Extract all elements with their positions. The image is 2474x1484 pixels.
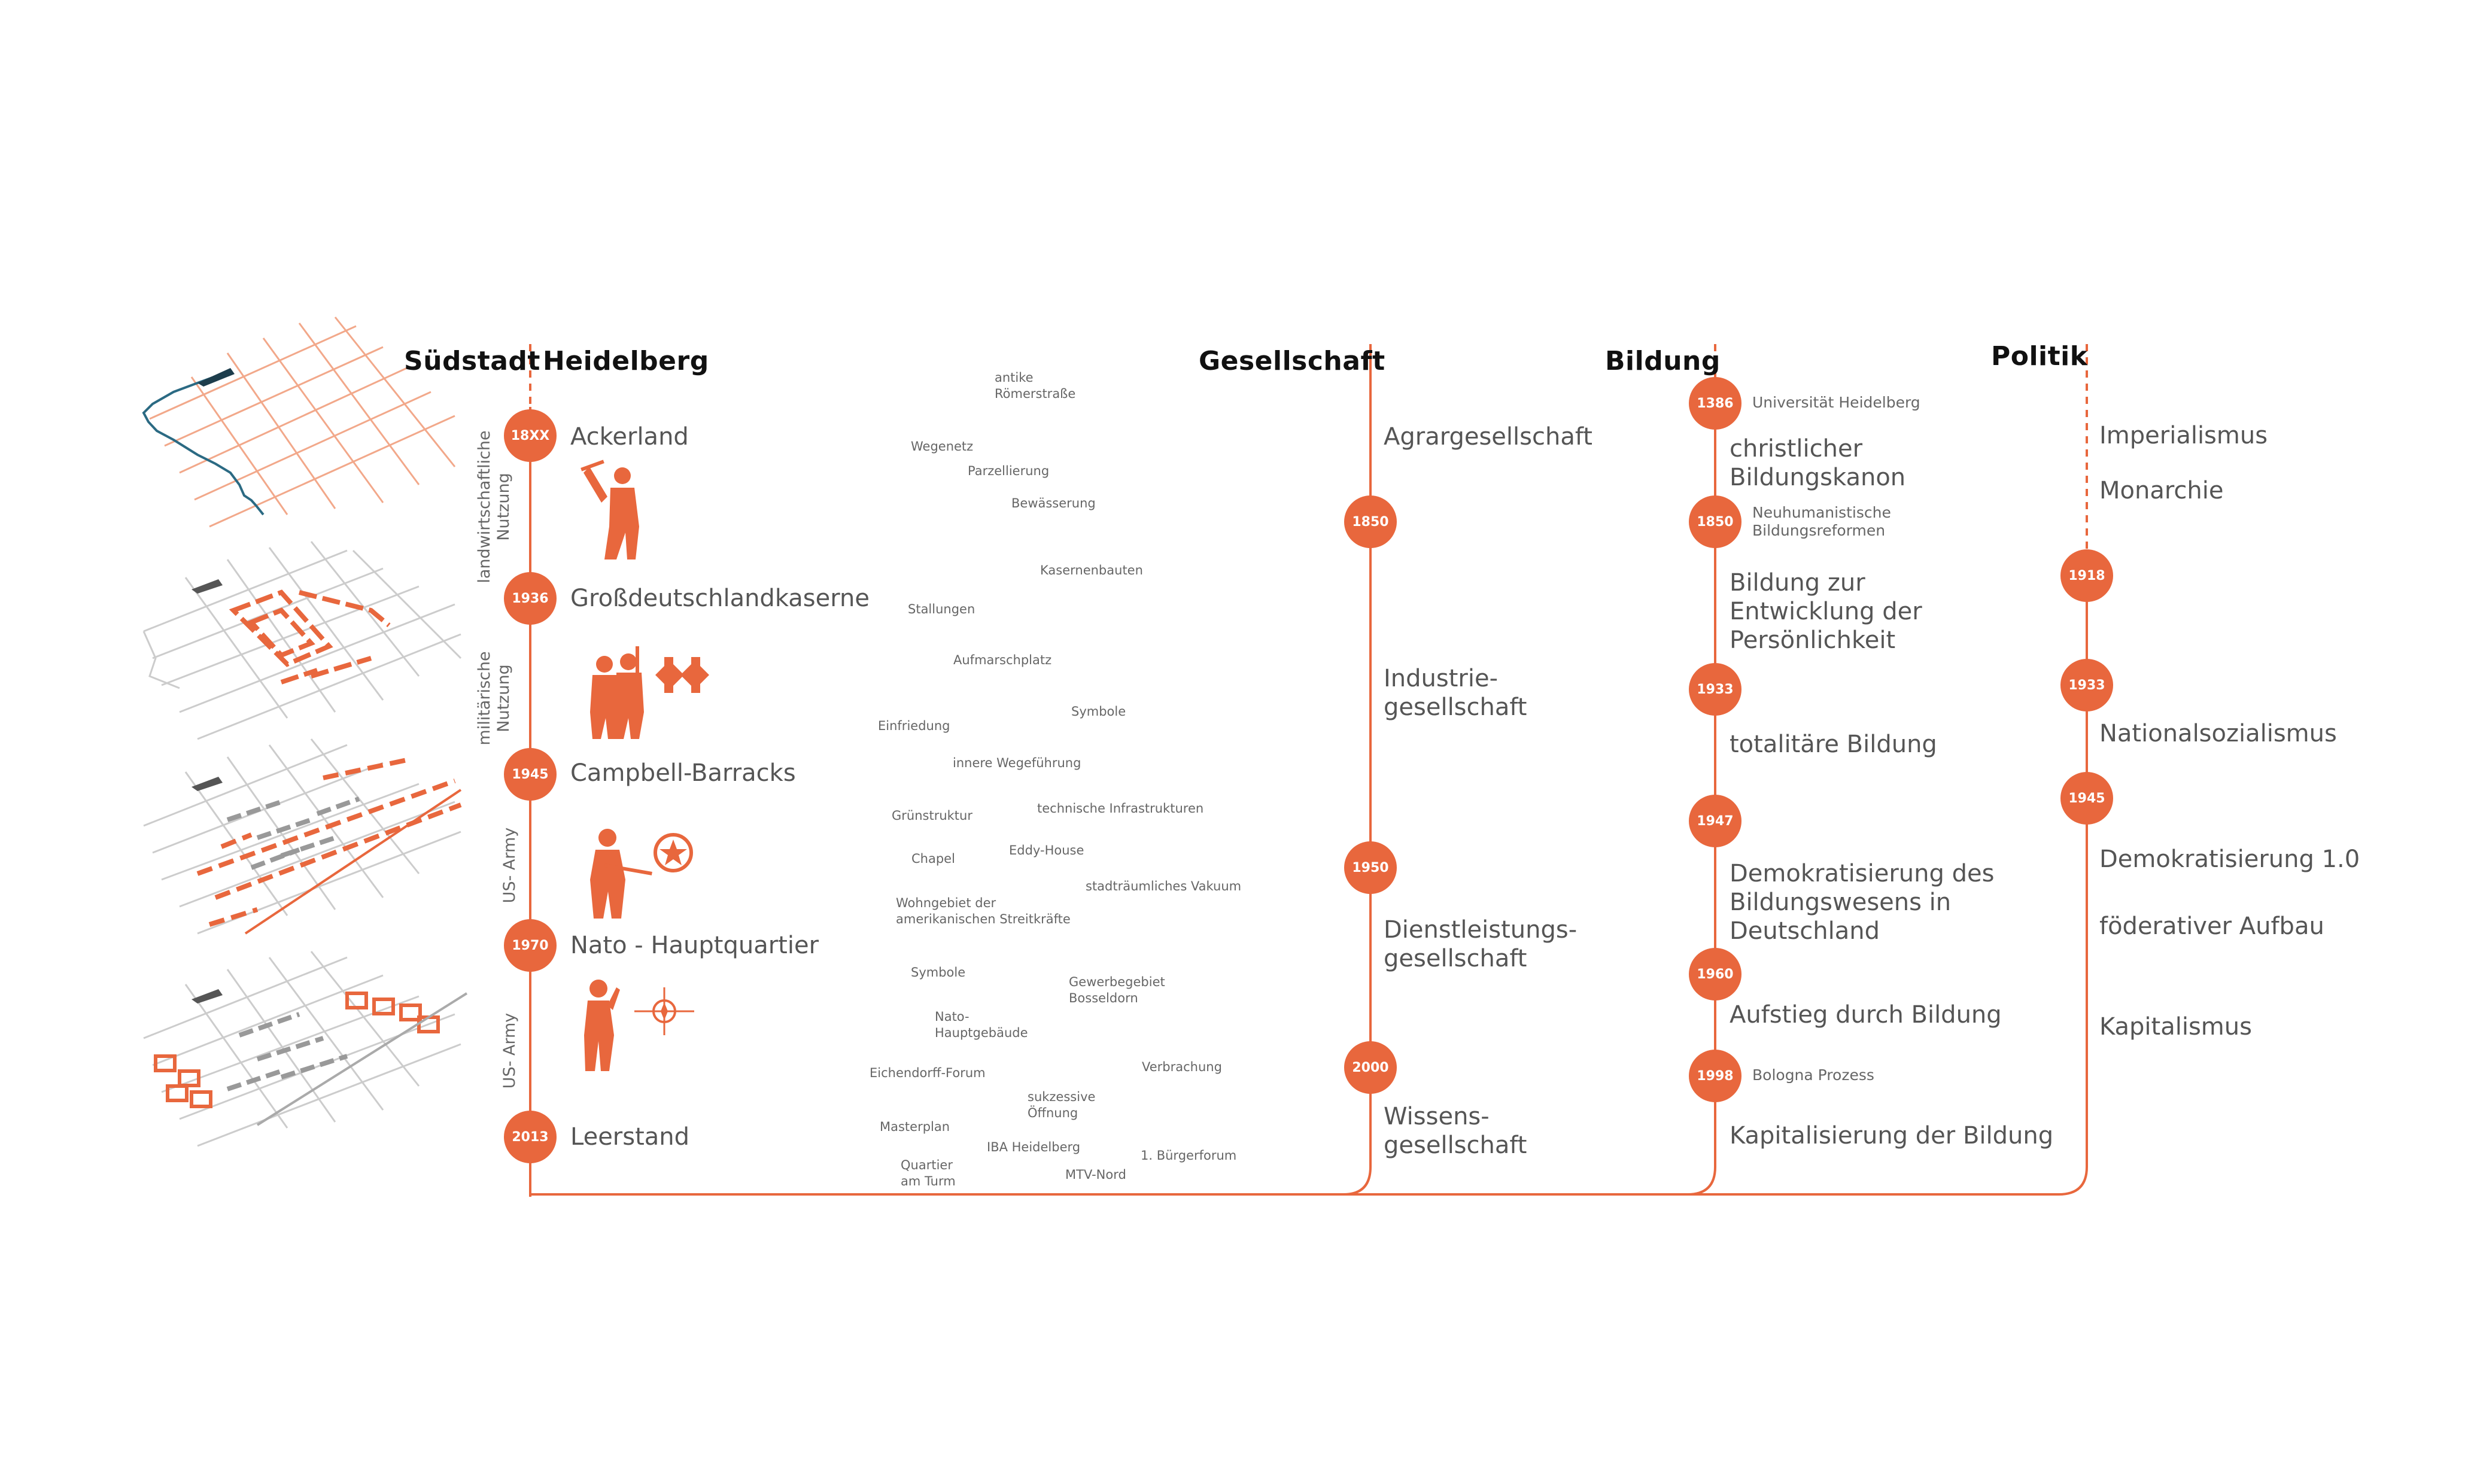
nato-compass-icon [634, 987, 694, 1035]
year-badge: 1947 [1689, 795, 1741, 847]
politik-label: Demokratisierung 1.0 [2099, 846, 2360, 873]
keyword: Masterplan [880, 1120, 950, 1134]
keyword: Symbole [1071, 704, 1126, 719]
keyword: Stallungen [908, 602, 975, 616]
politik-label: Nationalsozialismus [2099, 720, 2337, 747]
heidelberg-label: Campbell-Barracks [570, 759, 796, 787]
axonometric-map-us-army [143, 738, 462, 935]
year-badge: 18XX [504, 409, 557, 462]
year-badge: 1850 [1344, 495, 1397, 548]
keyword: antike Römerstraße [995, 370, 1076, 401]
heading-gesellschaft: Gesellschaft [1199, 346, 1385, 376]
year-badge: 2000 [1344, 1041, 1397, 1094]
keyword: Aufmarschplatz [953, 653, 1052, 667]
iron-cross-icon [655, 657, 709, 693]
politik-label: Kapitalismus [2099, 1013, 2252, 1041]
keyword: Quartier am Turm [901, 1158, 956, 1188]
year-badge: 1386 [1689, 377, 1741, 430]
year-badge: 1945 [2060, 772, 2113, 825]
politik-label: föderativer Aufbau [2099, 913, 2324, 940]
keyword: Nato- Hauptgebäude [935, 1009, 1028, 1040]
heidelberg-label: Ackerland [570, 423, 689, 451]
heidelberg-label: Leerstand [570, 1123, 690, 1151]
timeline-lines [529, 344, 2088, 1197]
keyword: Verbrachung [1142, 1060, 1222, 1074]
heading-bildung: Bildung [1605, 346, 1721, 376]
bildung-label: Demokratisierung des Bildungswesens in D… [1730, 860, 1995, 945]
bildung-note: Neuhumanistische Bildungsreformen [1752, 504, 1891, 539]
gesellschaft-label: Agrargesellschaft [1384, 423, 1592, 451]
bildung-label: totalitäre Bildung [1730, 731, 1937, 758]
keyword: Einfriedung [878, 719, 950, 733]
heidelberg-label: Großdeutschlandkaserne [570, 585, 870, 612]
keyword: 1. Bürgerforum [1141, 1148, 1237, 1163]
keyword: Symbole [911, 965, 966, 980]
year-badge: 1998 [1689, 1050, 1741, 1102]
year-badge: 1950 [1344, 841, 1397, 894]
year-badge: 1945 [504, 748, 557, 801]
keyword: Eichendorff-Forum [870, 1066, 986, 1080]
politik-label: Imperialismus [2099, 422, 2268, 449]
year-badge: 1918 [2060, 549, 2113, 602]
bildung-note: Universität Heidelberg [1752, 394, 1920, 411]
keyword: Parzellierung [968, 464, 1050, 478]
year-badge: 1850 [1689, 495, 1741, 548]
year-badge: 2013 [504, 1111, 557, 1163]
heidelberg-label: Nato - Hauptquartier [570, 932, 819, 959]
bildung-label: Bildung zur Entwicklung der Persönlichke… [1730, 569, 1922, 654]
keyword: technische Infrastrukturen [1037, 801, 1204, 816]
heading-politik: Politik [1991, 341, 2088, 372]
officer-silhouette-icon [584, 980, 620, 1071]
gesellschaft-label: Industrie- gesellschaft [1384, 665, 1527, 721]
axonometric-map-military [142, 541, 462, 740]
year-badge: 1960 [1689, 948, 1741, 1001]
bildung-label: christlicher Bildungskanon [1730, 435, 1906, 491]
year-badge: 1933 [1689, 663, 1741, 716]
era-label-militaerisch: militärische Nutzung [475, 651, 513, 746]
bildung-label: Kapitalisierung der Bildung [1730, 1122, 2054, 1150]
keyword: MTV-Nord [1065, 1167, 1126, 1182]
politik-label: Monarchie [2099, 477, 2224, 504]
era-label-us-army-1: US- Army [500, 827, 519, 904]
star-circle-icon [654, 833, 693, 872]
keyword: Gewerbegebiet Bosseldorn [1069, 975, 1165, 1005]
era-label-us-army-2: US- Army [500, 1012, 519, 1089]
keyword: Grünstruktur [892, 808, 972, 823]
keyword: innere Wegeführung [953, 756, 1081, 770]
keyword: Eddy-House [1009, 843, 1084, 857]
year-badge: 1970 [504, 919, 557, 972]
bildung-note: Bologna Prozess [1752, 1066, 1874, 1084]
heading-heidelberg: Heidelberg [543, 346, 709, 376]
keyword: Wegenetz [911, 439, 974, 454]
axonometric-map-nato [143, 951, 468, 1147]
gesellschaft-label: Wissens- gesellschaft [1384, 1103, 1527, 1159]
heading-suedstadt: Südstadt [404, 346, 540, 376]
keyword: Wohngebiet der amerikanischen Streitkräf… [896, 896, 1071, 926]
axonometric-map-agricultural [142, 317, 456, 528]
keyword: IBA Heidelberg [987, 1140, 1081, 1154]
gesellschaft-label: Dienstleistungs- gesellschaft [1384, 916, 1578, 972]
keyword: stadträumliches Vakuum [1086, 879, 1242, 893]
keyword: Chapel [911, 852, 955, 866]
keyword: sukzessive Öffnung [1028, 1090, 1096, 1120]
bildung-label: Aufstieg durch Bildung [1730, 1001, 2002, 1029]
keyword: Kasernenbauten [1040, 563, 1143, 577]
soldiers-silhouette-icon [590, 646, 644, 739]
farmer-silhouette-icon [580, 460, 639, 559]
us-soldier-silhouette-icon [590, 829, 652, 919]
year-badge: 1936 [504, 572, 557, 625]
keyword: Bewässerung [1011, 496, 1096, 510]
year-badge: 1933 [2060, 659, 2113, 711]
